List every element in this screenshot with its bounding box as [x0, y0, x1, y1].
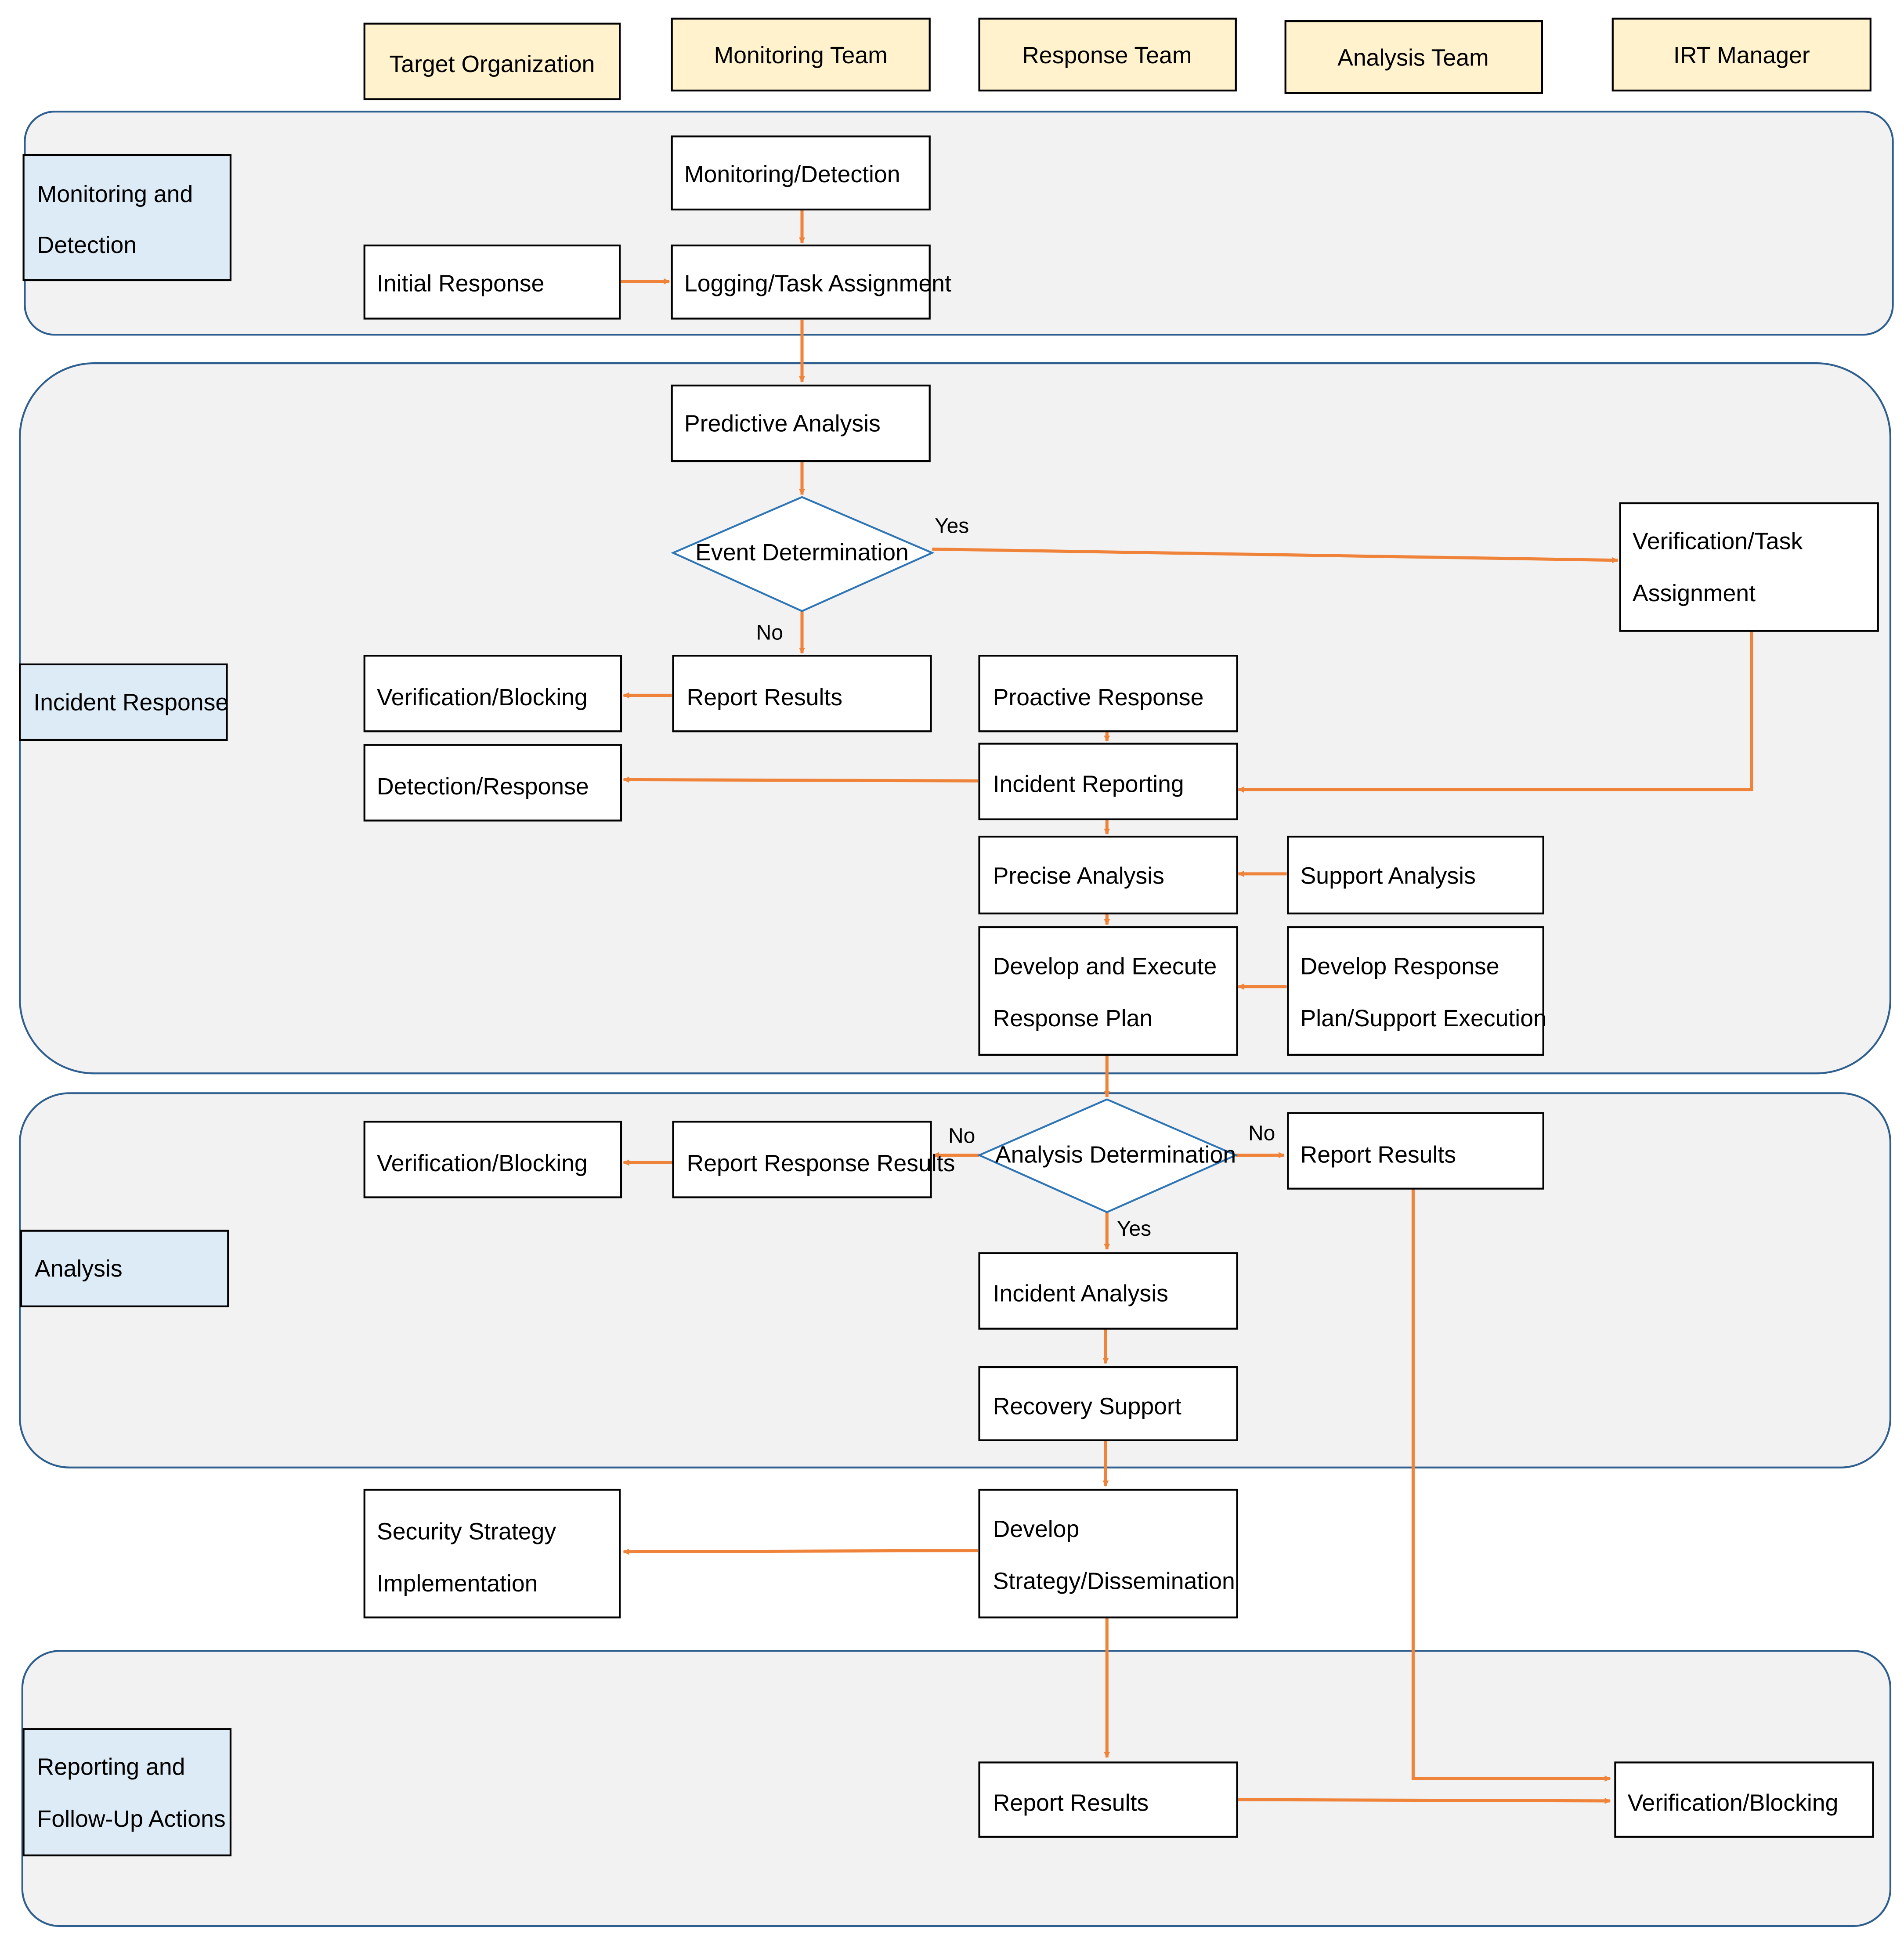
header-irt-manager: IRT Manager: [1611, 18, 1871, 92]
edge-report-results-2-to-verification-3: [1411, 1188, 1611, 1782]
node-verification-blocking-2-label: Verification/Blocking: [377, 1150, 588, 1176]
decision-event-determination-label: Event Determination: [695, 539, 909, 566]
phase-label-analysis: Analysis: [20, 1230, 229, 1307]
node-recovery-support: Recovery Support: [978, 1366, 1238, 1441]
node-verification-blocking-2: Verification/Blocking: [363, 1121, 622, 1198]
phase-container-reporting: [21, 1650, 1892, 1927]
decision-event-determination: Event Determination: [671, 496, 935, 612]
decision-analysis-determination-label: Analysis Determination: [995, 1141, 1236, 1168]
node-incident-analysis-label: Incident Analysis: [993, 1281, 1168, 1307]
phase-label-reporting-line-1: Reporting and: [37, 1754, 185, 1780]
phase-label-monitoring-line-2: Detection: [37, 232, 137, 258]
phase-container-incident-response: [19, 362, 1892, 1075]
node-verification-task-assignment: Verification/Task Assignment: [1619, 502, 1879, 632]
edges: [621, 209, 1753, 1804]
node-security-strategy-line-1: Security Strategy: [377, 1518, 556, 1544]
header-analysis-team-label: Analysis Team: [1337, 45, 1489, 71]
node-report-results-2: Report Results: [1287, 1112, 1544, 1190]
node-report-results-3-label: Report Results: [993, 1789, 1149, 1816]
header-analysis-team: Analysis Team: [1284, 20, 1543, 94]
node-detection-response: Detection/Response: [363, 744, 622, 822]
edge-report-results-3-to-verification-3: [1237, 1797, 1611, 1804]
phase-label-analysis-text: Analysis: [35, 1256, 123, 1282]
node-develop-response-plan-line-1: Develop Response: [1301, 953, 1499, 979]
node-support-analysis: Support Analysis: [1287, 836, 1544, 915]
header-target-organization-label: Target Organization: [390, 51, 595, 77]
node-develop-execute-line-1: Develop and Execute: [993, 953, 1217, 979]
node-monitoring-detection: Monitoring/Detection: [671, 135, 931, 211]
phase-label-incident-response: Incident Response: [19, 663, 228, 741]
node-proactive-response-label: Proactive Response: [993, 684, 1204, 711]
header-response-team-label: Response Team: [1022, 42, 1192, 69]
node-initial-response: Initial Response: [363, 244, 621, 320]
node-precise-analysis-label: Precise Analysis: [993, 862, 1164, 889]
node-develop-response-plan-line-2: Plan/Support Execution: [1301, 1005, 1546, 1032]
node-initial-response-label: Initial Response: [377, 270, 544, 296]
edge-verification-task-to-incident-reporting: [1238, 631, 1753, 793]
header-irt-manager-label: IRT Manager: [1673, 42, 1810, 69]
node-security-strategy-line-2: Implementation: [377, 1570, 538, 1597]
node-report-results-1-label: Report Results: [687, 684, 843, 711]
node-monitoring-detection-label: Monitoring/Detection: [684, 161, 900, 188]
edge-label-analysis-no-left: No: [948, 1124, 975, 1147]
phase-label-monitoring-detection: Monitoring and Detection: [22, 154, 232, 281]
phase-label-reporting-line-2: Follow-Up Actions: [37, 1806, 226, 1832]
node-verification-blocking-3: Verification/Blocking: [1614, 1761, 1874, 1838]
node-predictive-analysis-label: Predictive Analysis: [684, 410, 881, 437]
node-report-response-results: Report Response Results: [672, 1121, 955, 1198]
edge-label-event-yes: Yes: [935, 515, 969, 538]
node-detection-response-label: Detection/Response: [377, 773, 589, 800]
node-verification-task-line-1: Verification/Task: [1633, 528, 1803, 554]
node-logging-task-assignment-label: Logging/Task Assignment: [684, 270, 951, 296]
decision-analysis-determination: Analysis Determination: [977, 1098, 1239, 1213]
header-target-organization: Target Organization: [363, 22, 621, 101]
node-logging-task-assignment: Logging/Task Assignment: [671, 244, 951, 320]
node-report-results-2-label: Report Results: [1301, 1141, 1456, 1168]
phase-label-reporting-follow-up: Reporting and Follow-Up Actions: [22, 1728, 232, 1857]
node-verification-blocking-1: Verification/Blocking: [363, 655, 622, 732]
edge-label-analysis-yes: Yes: [1117, 1217, 1151, 1241]
phase-label-monitoring-line-1: Monitoring and: [37, 181, 193, 207]
header-monitoring-team-label: Monitoring Team: [714, 42, 888, 69]
node-security-strategy-implementation: Security Strategy Implementation: [363, 1489, 621, 1619]
node-precise-analysis: Precise Analysis: [978, 836, 1238, 915]
node-support-analysis-label: Support Analysis: [1301, 862, 1476, 889]
edge-label-event-no: No: [756, 621, 783, 644]
node-report-results-3: Report Results: [978, 1761, 1238, 1838]
edge-develop-strategy-to-security: [623, 1548, 978, 1555]
edge-incident-reporting-to-detection: [623, 776, 978, 783]
phase-label-incident-response-text: Incident Response: [33, 689, 228, 715]
node-predictive-analysis: Predictive Analysis: [671, 384, 931, 462]
node-develop-execute-line-2: Response Plan: [993, 1005, 1153, 1032]
node-verification-task-line-2: Assignment: [1633, 580, 1756, 606]
node-recovery-support-label: Recovery Support: [993, 1393, 1181, 1419]
phase-container-analysis: [19, 1092, 1892, 1468]
node-develop-strategy-line-2: Strategy/Dissemination: [993, 1568, 1235, 1594]
node-incident-reporting: Incident Reporting: [978, 743, 1238, 820]
node-develop-strategy-dissemination: Develop Strategy/Dissemination: [978, 1489, 1238, 1619]
node-develop-response-plan-support: Develop Response Plan/Support Execution: [1287, 926, 1546, 1056]
node-report-results-1: Report Results: [672, 655, 932, 732]
edge-label-analysis-no-right: No: [1248, 1122, 1275, 1145]
node-incident-analysis: Incident Analysis: [978, 1252, 1238, 1330]
node-verification-blocking-3-label: Verification/Blocking: [1628, 1789, 1839, 1816]
phase-container-monitoring: [24, 111, 1894, 336]
node-report-response-results-label: Report Response Results: [687, 1150, 955, 1176]
header-response-team: Response Team: [978, 18, 1237, 92]
node-verification-blocking-1-label: Verification/Blocking: [377, 684, 588, 711]
header-monitoring-team: Monitoring Team: [671, 18, 931, 92]
node-develop-execute-response-plan: Develop and Execute Response Plan: [978, 926, 1238, 1056]
edge-event-yes: [932, 547, 1619, 563]
node-proactive-response: Proactive Response: [978, 655, 1238, 732]
node-incident-reporting-label: Incident Reporting: [993, 771, 1184, 797]
node-develop-strategy-line-1: Develop: [993, 1516, 1080, 1542]
